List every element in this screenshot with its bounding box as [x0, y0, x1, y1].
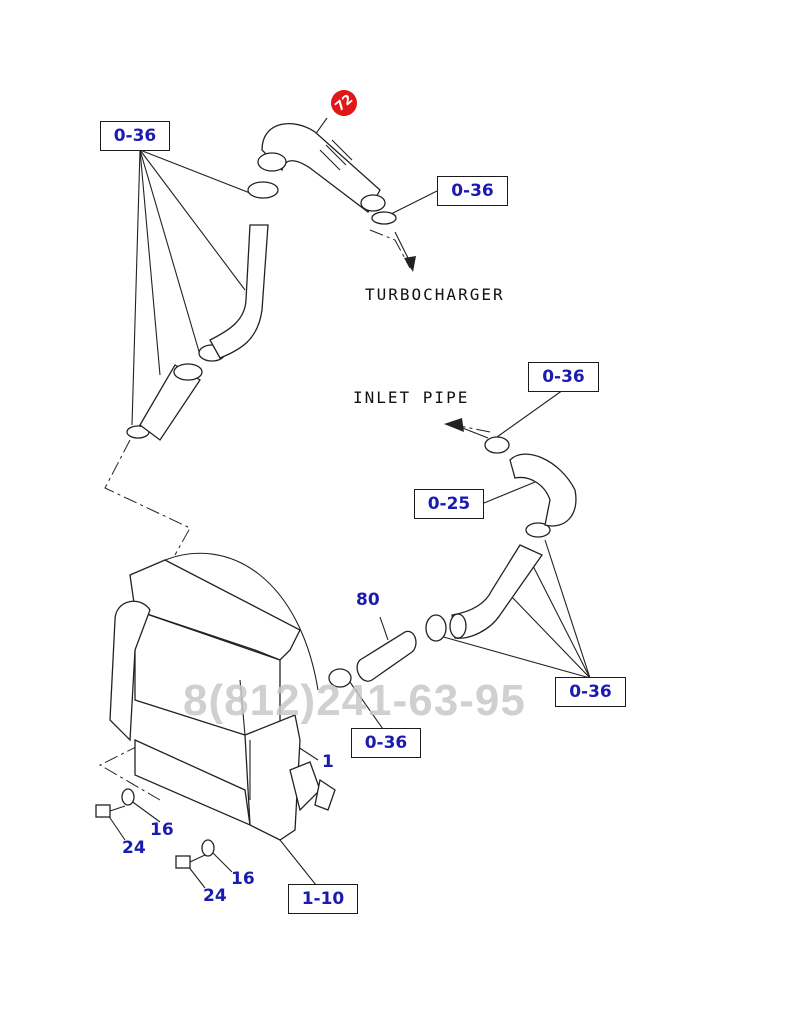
- ref-box-0-36-inlet[interactable]: 0-36: [528, 362, 599, 392]
- ref-box-0-36-lower[interactable]: 0-36: [351, 728, 421, 758]
- ref-box-0-36-right[interactable]: 0-36: [555, 677, 626, 707]
- bolts-and-washers: [95, 788, 215, 869]
- ref-box-0-25[interactable]: 0-25: [414, 489, 484, 519]
- part-number-1: 1: [322, 752, 334, 772]
- part-number-24-upper: 24: [122, 838, 146, 858]
- phone-watermark: 8(812)241-63-95: [183, 676, 526, 725]
- part-number-80: 80: [356, 590, 380, 610]
- part-number-16-lower: 16: [231, 869, 255, 889]
- hose-clamps: [126, 181, 551, 688]
- ref-box-0-36-top-left[interactable]: 0-36: [100, 121, 170, 151]
- direction-arrows: [394, 231, 489, 439]
- leader-lines-top-left: [131, 149, 256, 426]
- ref-box-0-36-turbo[interactable]: 0-36: [437, 176, 508, 206]
- inlet-pipe-caption: INLET PIPE: [353, 388, 470, 407]
- ref-box-1-10[interactable]: 1-10: [288, 884, 358, 914]
- right-intake-pipe: [449, 453, 577, 639]
- hose-80: [356, 630, 417, 682]
- left-intake-pipe: [139, 224, 269, 441]
- intercooler-assembly: [109, 552, 336, 841]
- leader-lines: [107, 117, 591, 891]
- part-number-24-lower: 24: [203, 886, 227, 906]
- upper-air-hose: [257, 122, 386, 213]
- part-number-16-upper: 16: [150, 820, 174, 840]
- turbocharger-caption: TURBOCHARGER: [365, 285, 505, 304]
